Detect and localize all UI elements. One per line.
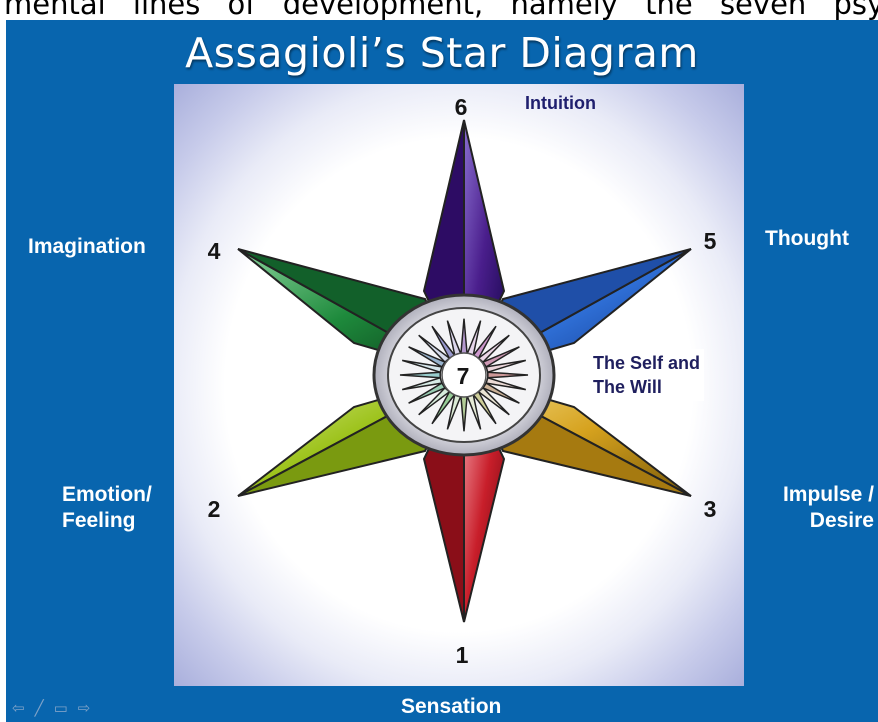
imagination-label: Imagination [28, 235, 146, 258]
hub-ray [481, 382, 520, 404]
point-6-label: 6 [454, 94, 468, 120]
self-and-will-label: The Self and The Will [589, 349, 705, 401]
point-5-label: 5 [703, 228, 717, 254]
menu-icon[interactable]: ▭ [53, 699, 68, 717]
pen-icon[interactable]: ╱ [34, 699, 44, 717]
hub-ray [401, 376, 443, 391]
center-hub [372, 293, 556, 457]
self-label-line2: The Will [593, 377, 662, 397]
impulse-label: Impulse / Desire [768, 482, 874, 534]
hub-ray [401, 359, 443, 374]
impulse-label-line2: Desire [809, 509, 874, 532]
star-diagram [237, 119, 692, 623]
hub-ray [481, 346, 520, 368]
thought-label: Thought [765, 227, 849, 250]
impulse-label-line1: Impulse / [782, 483, 874, 506]
hub-ray [485, 359, 527, 374]
self-label-line1: The Self and [593, 353, 701, 373]
point-7-label: 7 [456, 363, 470, 389]
arrow-left-icon[interactable]: ⇦ [12, 699, 25, 717]
arrow-right-icon[interactable]: ⇨ [77, 699, 91, 717]
emotion-label: Emotion/ Feeling [62, 482, 152, 534]
slide: Assagioli’s Star Diagram [6, 20, 878, 722]
point-4-label: 4 [207, 238, 221, 264]
hub-ray [408, 346, 447, 368]
point-1-label: 1 [455, 642, 469, 668]
hub-ray [487, 371, 529, 379]
hub-ray [408, 382, 447, 404]
sensation-label: Sensation [401, 695, 502, 718]
point-2-label: 2 [207, 496, 221, 522]
emotion-label-line1: Emotion/ [62, 483, 152, 506]
hub-ray [399, 371, 441, 379]
slideshow-nav: ⇦ ╱ ▭ ⇨ [12, 698, 90, 718]
intuition-label: Intuition [525, 93, 596, 113]
emotion-label-line2: Feeling [62, 509, 136, 532]
caption-text: mental lines of development, namely the … [4, 0, 878, 21]
slide-title: Assagioli’s Star Diagram [185, 29, 699, 77]
hub-ray [485, 376, 527, 391]
point-3-label: 3 [703, 496, 717, 522]
